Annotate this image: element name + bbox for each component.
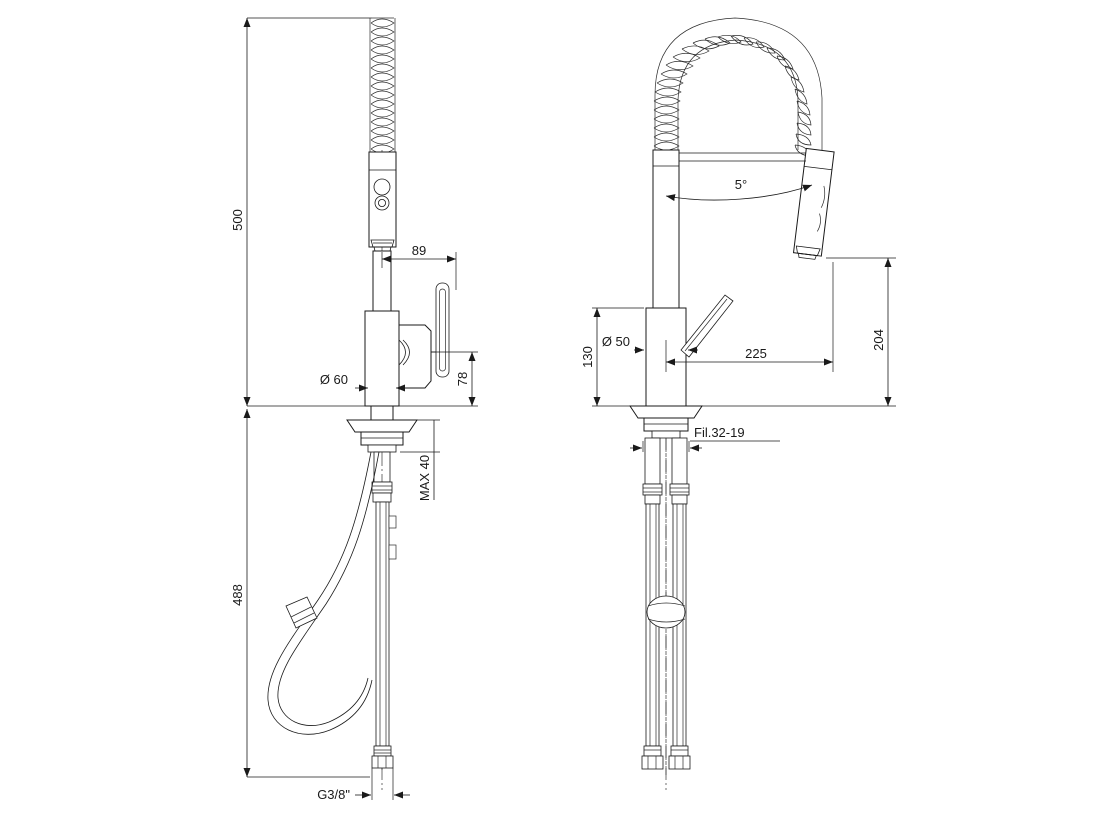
deck-plate-front [346, 405, 418, 453]
dimension-label-78: 78 [455, 372, 470, 386]
dimension-225: 225 [665, 262, 834, 372]
dimension-g38: G3/8" [317, 768, 410, 802]
dimension-89: 89 [381, 243, 457, 290]
dimension-dia60: Ø 60 [320, 372, 410, 406]
valve-body-side [645, 294, 734, 407]
spray-head-front [368, 151, 397, 252]
spring-coil-front [369, 17, 396, 154]
dimension-label-g38: G3/8" [317, 787, 350, 802]
dimension-dia50: Ø 50 [602, 334, 698, 354]
dimension-204: 204 [700, 257, 896, 407]
valve-body-front [364, 282, 450, 407]
shank-front [371, 451, 397, 770]
riser-column-side [652, 149, 806, 309]
dimension-angle5: 5° [665, 177, 813, 202]
lever-handle-side [680, 294, 734, 358]
dimension-500: 500 [230, 17, 372, 407]
deck-plate-side [629, 405, 703, 439]
dimension-label-204: 204 [871, 329, 886, 351]
dimension-label-dia60: Ø 60 [320, 372, 348, 387]
dimension-label-500: 500 [230, 209, 245, 231]
dimension-label-488: 488 [230, 584, 245, 606]
dimension-label-angle5: 5° [735, 177, 747, 192]
dimension-label-89: 89 [412, 243, 426, 258]
dimension-label-max40: MAX 40 [417, 455, 432, 501]
dimension-label-fil3219: Fil.32-19 [694, 425, 745, 440]
side-elevation-view: 5° 130 Ø 50 225 204 [580, 17, 896, 790]
dimension-label-225: 225 [745, 346, 767, 361]
dimension-130: 130 [580, 307, 644, 407]
hose-weight-front [285, 596, 318, 629]
shanks-side [641, 437, 691, 775]
flexible-hose-front [267, 451, 380, 735]
front-elevation-view: 500 488 89 78 Ø 60 [230, 17, 478, 802]
dimension-label-dia50: Ø 50 [602, 334, 630, 349]
dimension-max40: MAX 40 [400, 419, 440, 501]
spring-coil-side [653, 17, 823, 157]
spray-toggle-inner-icon [377, 198, 386, 207]
spray-head-side [792, 147, 835, 260]
dimension-label-130: 130 [580, 346, 595, 368]
hose-collar-side [646, 595, 686, 629]
dimension-488: 488 [230, 409, 370, 778]
dimension-fil3219: Fil.32-19 [630, 425, 780, 452]
dimension-78: 78 [397, 351, 478, 407]
spray-mode-button-icon [373, 178, 391, 196]
lever-handle-front [435, 282, 450, 378]
